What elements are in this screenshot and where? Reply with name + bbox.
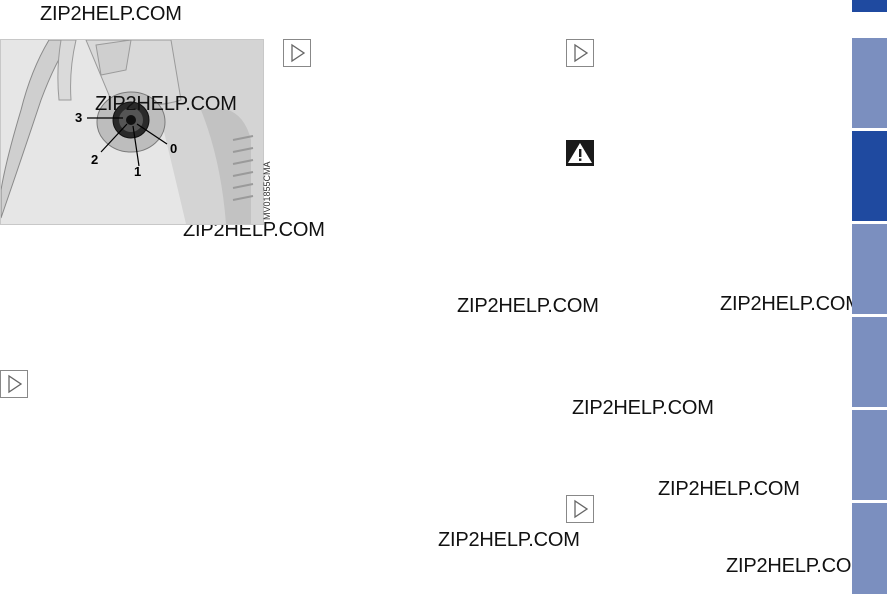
- sidebar-tab-1[interactable]: [852, 38, 887, 128]
- figure-code: MV01855CMA: [262, 161, 272, 220]
- watermark-text: ZIP2HELP.COM: [95, 93, 237, 115]
- note-arrow-icon: [283, 39, 311, 67]
- warning-triangle-icon: [566, 140, 594, 166]
- watermark-text: ZIP2HELP.COM: [438, 529, 580, 551]
- ignition-lock-figure: 3 2 1 0: [0, 39, 264, 225]
- watermark-text: ZIP2HELP.COM: [720, 293, 862, 315]
- watermark-text: ZIP2HELP.COM: [658, 478, 800, 500]
- sidebar-tab-4[interactable]: [852, 317, 887, 407]
- sidebar-tab-6[interactable]: [852, 503, 887, 594]
- note-arrow-icon: [566, 39, 594, 67]
- watermark-text: ZIP2HELP.COM: [572, 397, 714, 419]
- note-arrow-icon: [566, 495, 594, 523]
- sidebar-tab-2[interactable]: [852, 131, 887, 221]
- position-label-1: 1: [134, 164, 142, 179]
- watermark-text: ZIP2HELP.COM: [40, 3, 182, 25]
- sidebar-top-strip: [852, 0, 887, 12]
- position-label-2: 2: [91, 152, 99, 167]
- sidebar-tab-5[interactable]: [852, 410, 887, 500]
- watermark-text: ZIP2HELP.COM: [457, 295, 599, 317]
- watermark-text: ZIP2HELP.COM: [726, 555, 868, 577]
- sidebar-tab-3[interactable]: [852, 224, 887, 314]
- position-label-3: 3: [75, 110, 83, 125]
- position-label-0: 0: [170, 141, 178, 156]
- note-arrow-icon: [0, 370, 28, 398]
